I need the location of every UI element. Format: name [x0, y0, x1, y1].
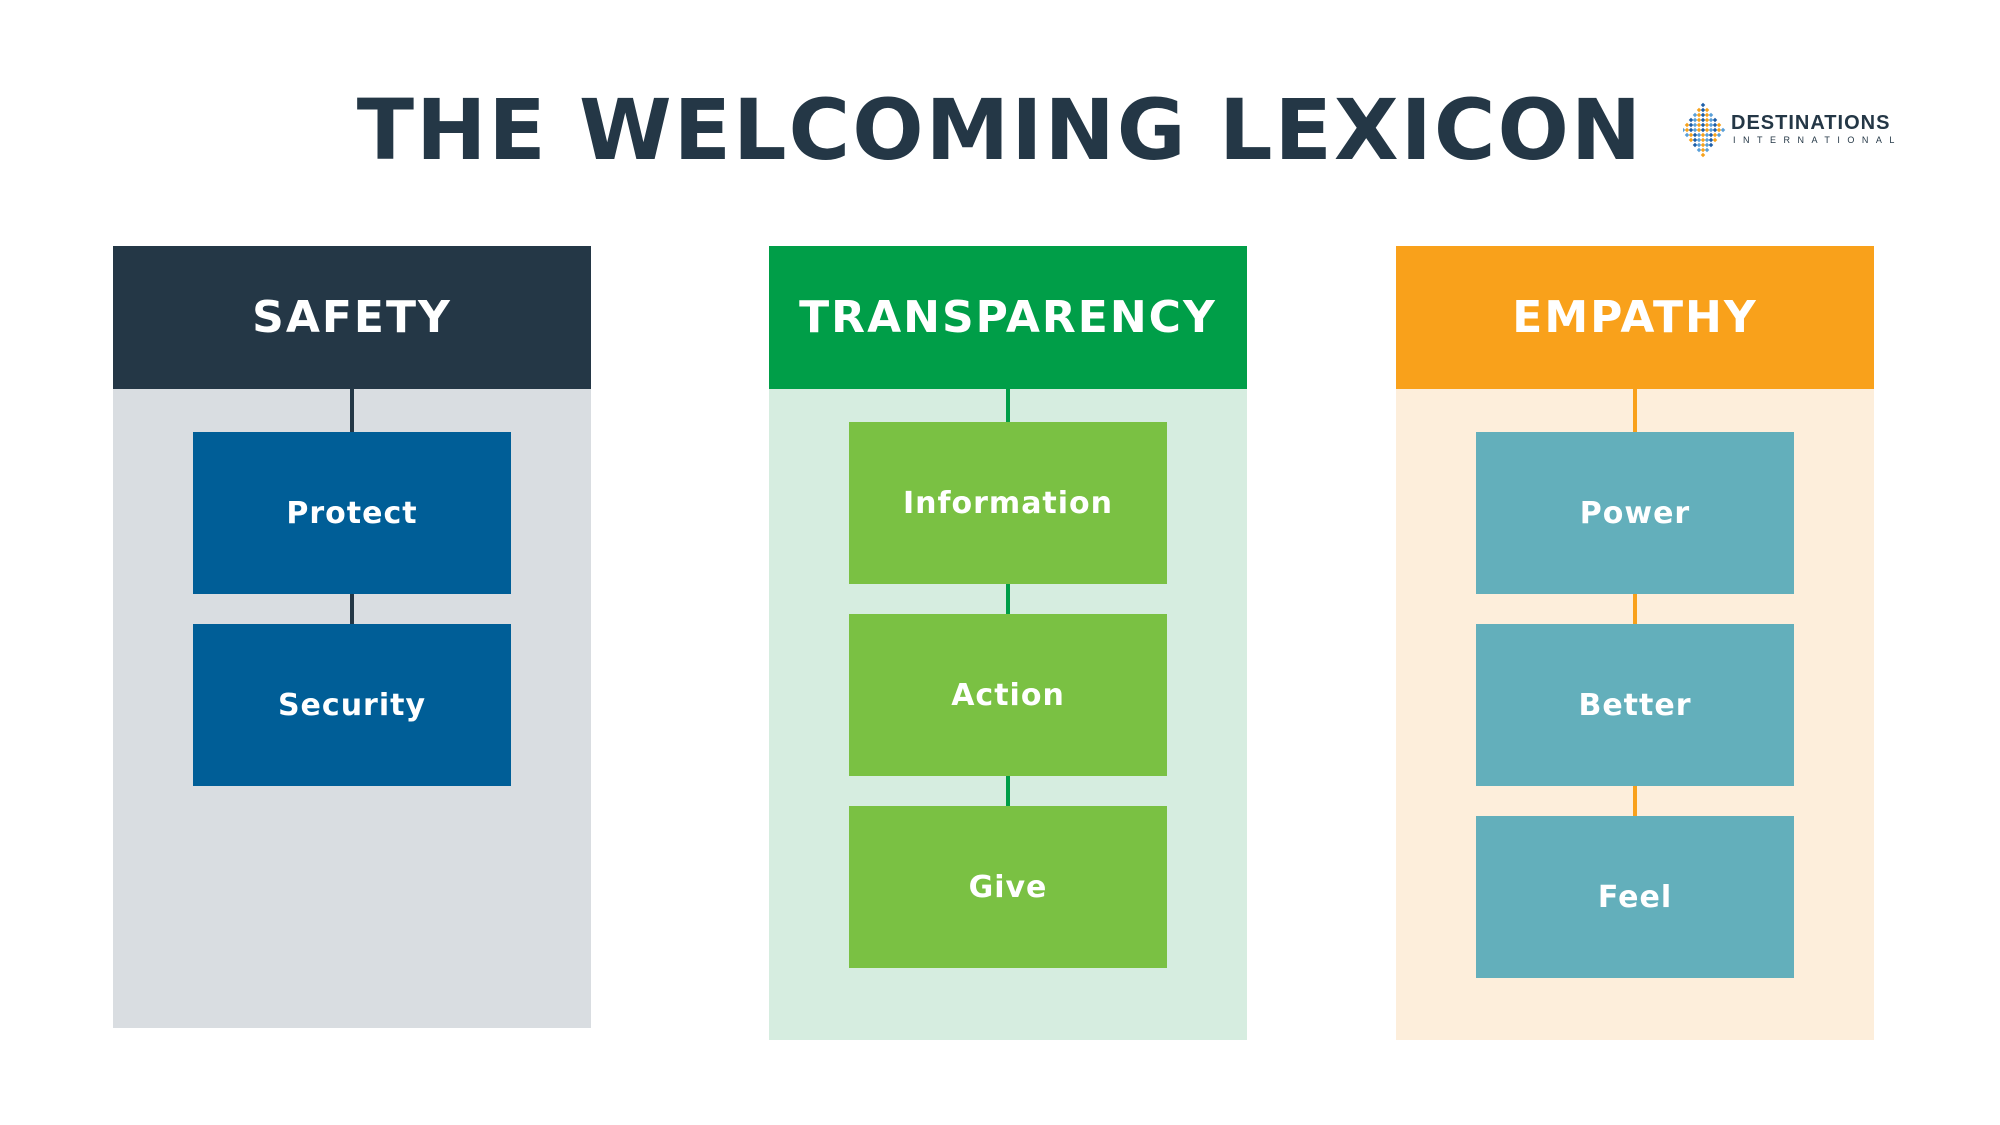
logo-mosaic-dot [1696, 107, 1702, 113]
term-label: Power [1579, 495, 1691, 531]
logo-mosaic-dot [1688, 132, 1694, 138]
term-box-better: Better [1476, 624, 1794, 786]
logo-mosaic-dot [1692, 137, 1698, 143]
logo-mosaic-dot [1700, 107, 1706, 113]
connector-line [1633, 786, 1637, 816]
logo-mosaic-dot [1696, 142, 1702, 148]
logo-mosaic-dot [1696, 122, 1702, 128]
page-title: THE WELCOMING LEXICON [356, 81, 1644, 179]
column-header: SAFETY [113, 246, 591, 389]
term-label: Better [1578, 687, 1692, 723]
logo-subtitle: INTERNATIONAL [1733, 135, 1902, 145]
term-label: Protect [286, 495, 418, 531]
logo-mosaic-dot [1684, 122, 1690, 128]
logo-mosaic-dot [1700, 127, 1706, 133]
logo-mosaic-dot [1704, 112, 1710, 118]
column-heading: EMPATHY [1512, 292, 1758, 343]
logo-mosaic-dot [1700, 122, 1706, 128]
destinations-international-logo: DESTINATIONS INTERNATIONAL [1683, 102, 1903, 162]
column-empathy: EMPATHY Power Better Feel [1396, 246, 1874, 1040]
term-box-power: Power [1476, 432, 1794, 594]
logo-mosaic-dot [1720, 127, 1726, 133]
logo-mosaic-dot [1688, 117, 1694, 123]
logo-mosaic-dot [1696, 147, 1702, 153]
logo-mosaic-dot [1712, 137, 1718, 143]
logo-mosaic-dot [1712, 132, 1718, 138]
connector-line [1006, 389, 1010, 422]
logo-mosaic-dot [1708, 112, 1714, 118]
term-box-feel: Feel [1476, 816, 1794, 978]
logo-mosaic-dot [1712, 127, 1718, 133]
logo-mosaic-dot [1696, 127, 1702, 133]
term-label: Give [968, 869, 1048, 905]
term-box-information: Information [849, 422, 1167, 584]
column-header: TRANSPARENCY [769, 246, 1247, 389]
logo-mosaic-dot [1712, 117, 1718, 123]
logo-mosaic-dot [1708, 132, 1714, 138]
logo-mosaic-dot [1704, 147, 1710, 153]
logo-mosaic-dot [1716, 132, 1722, 138]
logo-mosaic-dot [1704, 117, 1710, 123]
logo-mosaic-dot [1700, 112, 1706, 118]
term-label: Security [277, 687, 427, 723]
term-label: Feel [1597, 879, 1673, 915]
logo-mosaic-dot [1688, 127, 1694, 133]
term-box-protect: Protect [193, 432, 511, 594]
column-heading: SAFETY [252, 292, 452, 343]
logo-mosaic-dot [1712, 122, 1718, 128]
logo-mosaic-dot [1716, 127, 1722, 133]
connector-line [1006, 584, 1010, 614]
logo-mosaic-dot [1696, 132, 1702, 138]
logo-mosaic-dot [1683, 127, 1686, 133]
logo-mosaic-dot [1704, 137, 1710, 143]
logo-name: DESTINATIONS [1731, 112, 1891, 134]
logo-mosaic-dot [1700, 152, 1706, 158]
logo-mosaic-dot [1692, 122, 1698, 128]
logo-mosaic-dot [1692, 127, 1698, 133]
logo-mosaic-dot [1684, 127, 1690, 133]
logo-mosaic-dot [1704, 107, 1710, 113]
logo-mosaic-dot [1692, 132, 1698, 138]
logo-mosaic-dot [1708, 137, 1714, 143]
logo-mosaic-dot [1688, 122, 1694, 128]
logo-mosaic-dot [1688, 137, 1694, 143]
logo-mosaic-dot [1684, 132, 1690, 138]
logo-mosaic-dot [1700, 132, 1706, 138]
connector-line [1633, 389, 1637, 432]
logo-mosaic-dot [1696, 112, 1702, 118]
term-label: Action [951, 677, 1065, 713]
connector-line [350, 594, 354, 624]
logo-mosaic-dot [1700, 142, 1706, 148]
term-label: Information [902, 485, 1114, 521]
term-box-action: Action [849, 614, 1167, 776]
logo-mosaic-dot [1692, 142, 1698, 148]
term-box-security: Security [193, 624, 511, 786]
connector-line [350, 389, 354, 432]
logo-mosaic-dot [1700, 137, 1706, 143]
column-transparency: TRANSPARENCY Information Action Give [769, 246, 1247, 1040]
logo-mosaic-dot [1708, 122, 1714, 128]
logo-mosaic-dot [1696, 137, 1702, 143]
logo-mosaic-dot [1708, 142, 1714, 148]
logo-mosaic-dot [1700, 117, 1706, 123]
column-header: EMPATHY [1396, 246, 1874, 389]
logo-mosaic-dot [1692, 112, 1698, 118]
logo-mosaic-dot [1704, 122, 1710, 128]
logo-mosaic-dot [1700, 147, 1706, 153]
diamond-mosaic-icon [1683, 102, 1726, 158]
logo-mosaic-dot [1696, 117, 1702, 123]
connector-line [1633, 594, 1637, 624]
logo-mosaic-dot [1700, 102, 1706, 108]
logo-mosaic-dot [1704, 132, 1710, 138]
logo-mosaic-dot [1704, 142, 1710, 148]
connector-line [1006, 776, 1010, 806]
column-heading: TRANSPARENCY [799, 292, 1217, 343]
logo-mosaic-dot [1708, 127, 1714, 133]
logo-mosaic-dot [1704, 127, 1710, 133]
logo-mosaic-dot [1716, 122, 1722, 128]
logo-mosaic-dot [1708, 117, 1714, 123]
term-box-give: Give [849, 806, 1167, 968]
column-safety: SAFETY Protect Security [113, 246, 591, 1028]
logo-mosaic-dot [1692, 117, 1698, 123]
